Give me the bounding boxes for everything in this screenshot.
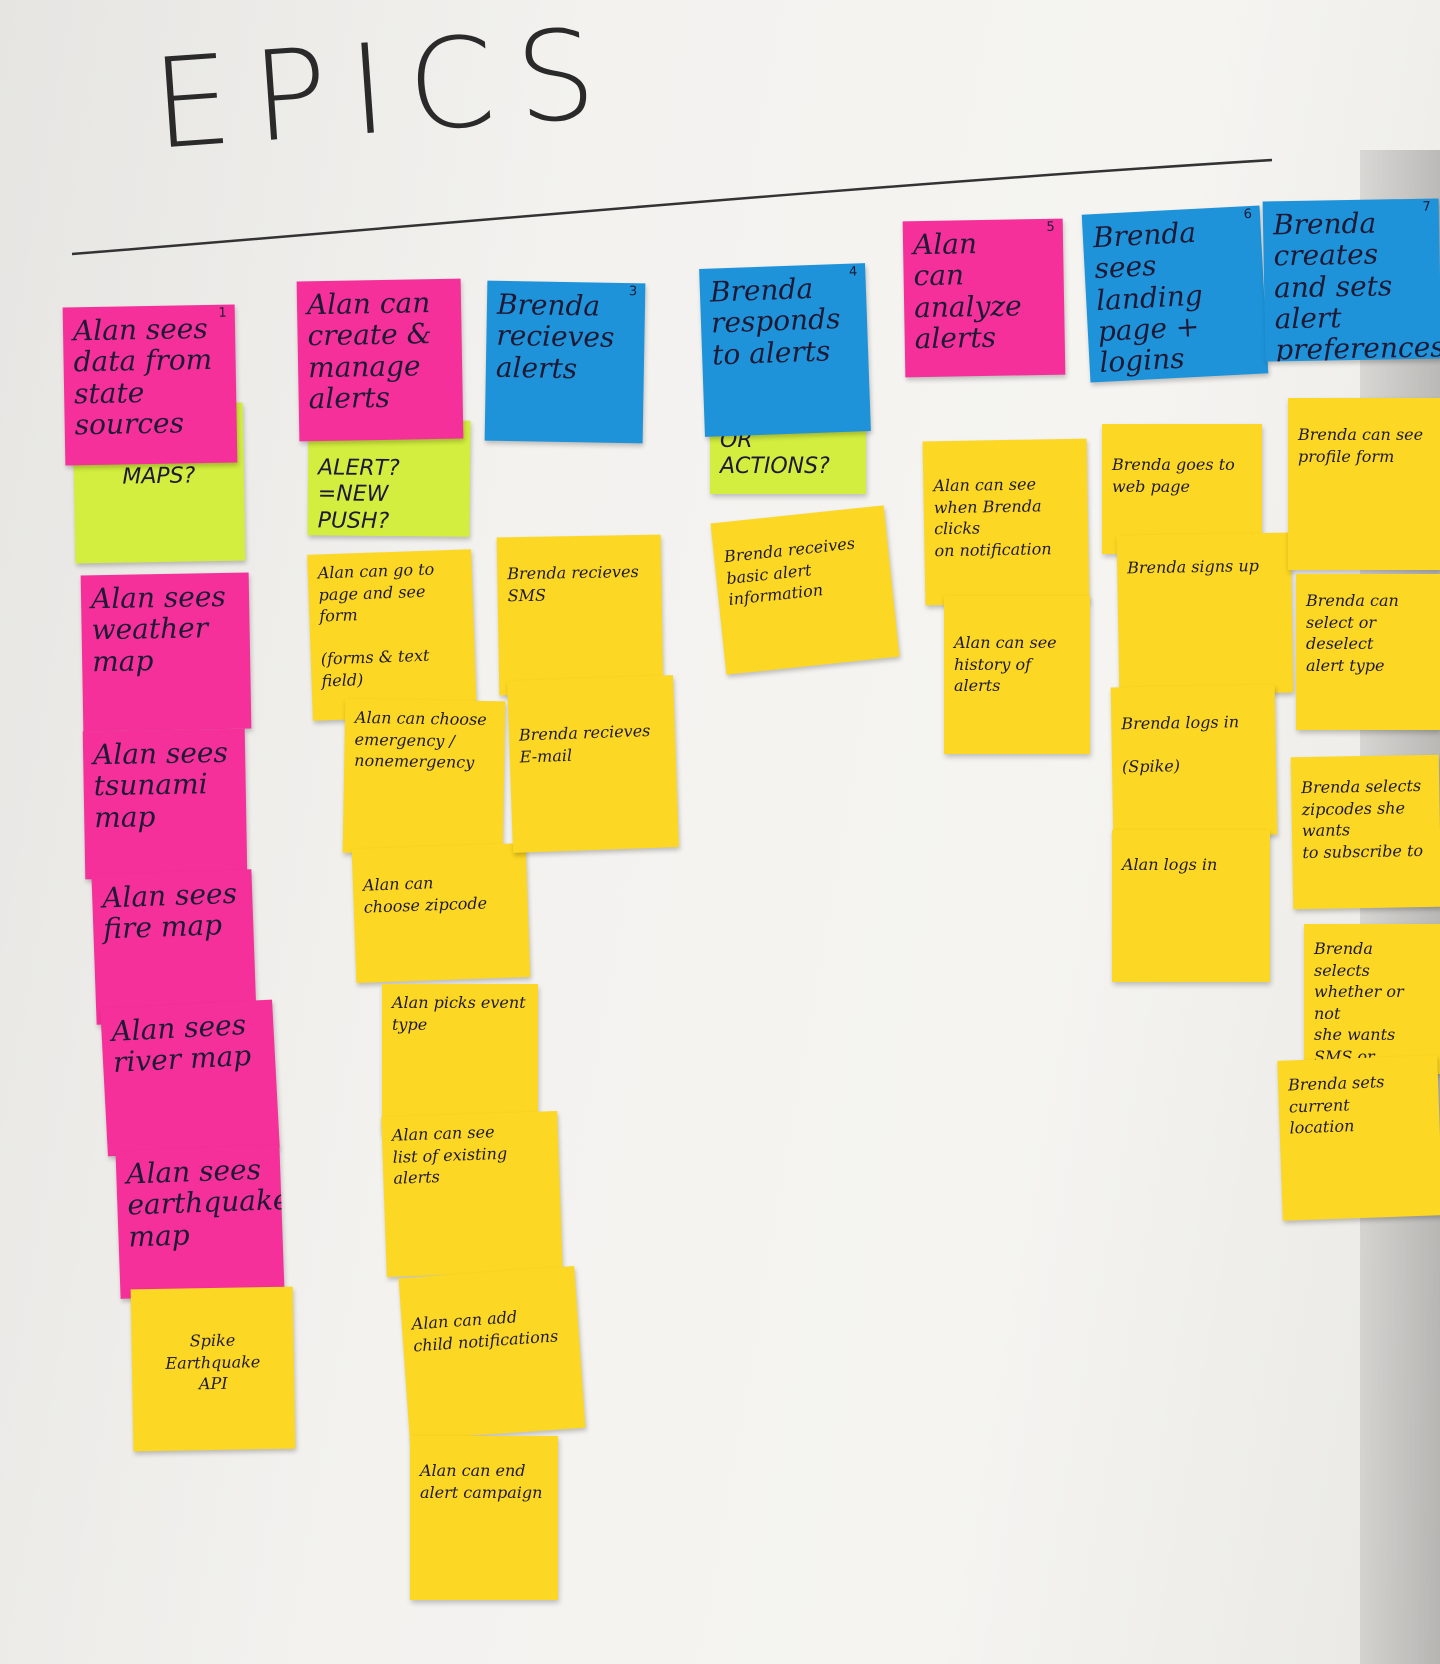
story-note-brenda-clicks: Alan can see when Brenda clicks on notif… <box>922 438 1090 606</box>
epic-number: 7 <box>1422 199 1431 215</box>
epic-card-1: 1 Alan sees data from state sources <box>62 304 238 466</box>
story-note-existing-alerts: Alan can see list of existing alerts <box>381 1110 563 1278</box>
story-note-sms-or-email: Brenda selects whether or not she wants … <box>1304 924 1440 1074</box>
epic-text: Alan sees data from state sources <box>72 311 213 442</box>
epic-card-4: 4 Brenda responds to alerts <box>699 263 871 437</box>
story-note-email: Brenda recieves E-mail <box>507 675 679 853</box>
story-note-event-type: Alan picks event type <box>382 984 538 1134</box>
epic-number: 4 <box>848 264 858 280</box>
story-note-current-location: Brenda sets current location <box>1277 1055 1440 1221</box>
story-note-alan-logs-in: Alan logs in <box>1112 830 1270 982</box>
epic-text: Brenda creates and sets alert preference… <box>1272 206 1440 362</box>
epic-text: Brenda responds to alerts <box>709 271 841 372</box>
story-note-profile-form: Brenda can see profile form <box>1288 398 1440 570</box>
epic-text: Alan can analyze alerts <box>912 227 1022 356</box>
title-underline <box>71 158 1273 256</box>
story-note-web-page: Brenda goes to web page <box>1102 424 1262 554</box>
story-note-sms: Brenda recieves SMS <box>496 534 664 696</box>
epic-number: 1 <box>218 305 227 321</box>
story-note-spike-earthquake-api: Spike Earthquake API <box>130 1286 296 1452</box>
story-note-zipcodes: Brenda selects zipcodes she wants to sub… <box>1290 754 1440 910</box>
epic-card-5: 5 Alan can analyze alerts <box>902 218 1066 378</box>
story-note-river-map: Alan sees river map <box>100 999 280 1157</box>
story-note-weather-map: Alan sees weather map <box>80 572 252 732</box>
story-note-page-form: Alan can go to page and see form (forms … <box>307 549 477 721</box>
story-note-signs-up: Brenda signs up <box>1116 532 1294 696</box>
story-note-alert-history: Alan can see history of alerts <box>944 596 1090 754</box>
epic-text: Brenda recieves alerts <box>495 287 615 385</box>
story-note-alert-type: Brenda can select or deselect alert type <box>1296 574 1440 730</box>
epic-number: 6 <box>1243 206 1253 223</box>
story-note-basic-alert-info: Brenda receives basic alert information <box>710 505 900 675</box>
epic-card-7: 7 Brenda creates and sets alert preferen… <box>1262 198 1440 362</box>
epic-card-2: Alan can create & manage alerts <box>296 278 464 442</box>
epic-number: 5 <box>1046 219 1055 235</box>
story-note-tsunami-map: Alan sees tsunami map <box>82 728 248 880</box>
epic-number: 3 <box>628 284 638 300</box>
story-note-zipcode: Alan can choose zipcode <box>351 843 531 983</box>
story-note-emergency: Alan can choose emergency / nonemergency <box>342 698 506 856</box>
story-note-brenda-logs-in: Brenda logs in (Spike) <box>1110 684 1278 838</box>
story-note-end-campaign: Alan can end alert campaign <box>410 1436 558 1600</box>
story-note-child-notifications: Alan can add child notifications <box>398 1266 586 1440</box>
story-note-earthquake-map: Alan sees earthquake map <box>115 1145 285 1299</box>
epic-card-6: 6 Brenda sees landing page + logins <box>1081 205 1269 383</box>
epic-text: Brenda sees landing page + logins <box>1092 215 1204 380</box>
epic-card-3: 3 Brenda recieves alerts <box>484 280 646 444</box>
epic-text: Alan can create & manage alerts <box>306 286 432 416</box>
